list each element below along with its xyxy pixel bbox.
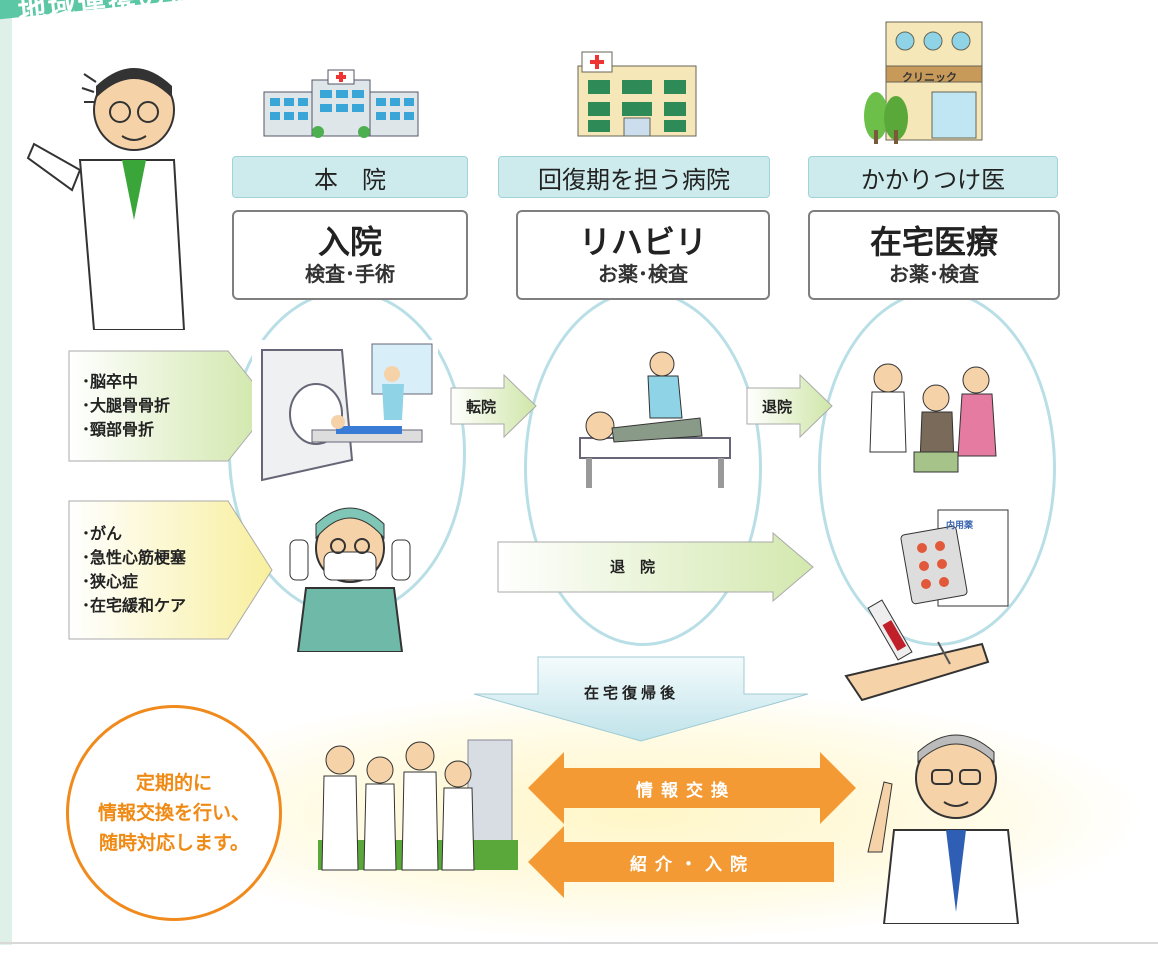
injection-arm-icon — [844, 599, 990, 702]
medicine-pack-icon — [900, 509, 1009, 607]
home-return-arrow — [473, 656, 809, 742]
family-doctor-icon — [867, 734, 1020, 924]
main-hospital-building-icon — [263, 69, 419, 138]
condition-item: ･在宅緩和ケア — [82, 596, 187, 615]
rx-label: 内用薬 — [946, 521, 974, 531]
stage-title: リハビリ — [578, 223, 707, 261]
facility-name: 本 院 — [314, 165, 386, 194]
message-line: 定期的に — [135, 772, 212, 794]
home-care-visit-icon — [869, 363, 997, 473]
message-circle: 定期的に 情報交換を行い、 随時対応します。 — [66, 705, 282, 921]
condition-item: ･急性心筋梗塞 — [82, 548, 187, 567]
clinic-sign: クリニック — [902, 71, 957, 84]
rehab-therapy-icon — [579, 351, 731, 488]
discharge-arrow — [746, 374, 833, 438]
referral-arrow — [528, 826, 834, 898]
condition-item: ･脳卒中 — [82, 372, 139, 391]
long-discharge-label: 退 院 — [610, 558, 656, 576]
condition-item: ･頸部骨折 — [82, 420, 155, 439]
facility-rehab-hospital: 回復期を担う病院 — [498, 156, 770, 198]
message-line: 情報交換を行い、 — [97, 802, 250, 824]
long-discharge-arrow — [497, 532, 814, 602]
condition-item: ･がん — [82, 524, 123, 543]
doctor-pointing-icon — [26, 68, 186, 330]
facility-name: かかりつけ医 — [860, 165, 1006, 194]
rehab-hospital-building-icon — [577, 51, 697, 137]
stage-title: 入院 — [317, 223, 382, 261]
stage-box-home-care: 在宅医療 お薬･検査 — [808, 210, 1060, 300]
message-line: 随時対応します。 — [98, 832, 250, 854]
referral-label: 紹介・入院 — [630, 855, 755, 875]
conditions-arrow-1-shape — [68, 350, 273, 462]
stage-box-rehab: リハビリ お薬･検査 — [516, 210, 770, 300]
bottom-divider — [0, 942, 1158, 944]
conditions-list-2: ･がん ･急性心筋梗塞 ･狭心症 ･在宅緩和ケア — [68, 500, 238, 640]
discharge-label: 退院 — [762, 398, 793, 416]
mri-scanner-icon — [252, 340, 438, 484]
medical-staff-group-icon — [318, 739, 518, 871]
clinic-building-icon — [864, 21, 983, 144]
left-border-stripe — [0, 0, 12, 945]
stage-subtitle: 検査･手術 — [305, 262, 395, 286]
facility-main-hospital: 本 院 — [232, 156, 468, 198]
stage-box-admission: 入院 検査･手術 — [232, 210, 468, 300]
stage-subtitle: お薬･検査 — [598, 262, 688, 286]
info-exchange-label: 情報交換 — [636, 781, 736, 801]
facility-family-doctor: かかりつけ医 — [808, 156, 1058, 198]
home-return-label: 在宅復帰後 — [584, 684, 680, 702]
transfer-label: 転院 — [466, 398, 497, 416]
facility-name: 回復期を担う病院 — [538, 165, 730, 194]
conditions-arrow-2-shape — [68, 500, 273, 640]
conditions-list-1: ･脳卒中 ･大腿骨骨折 ･頸部骨折 — [68, 350, 238, 462]
condition-item: ･大腿骨骨折 — [82, 396, 171, 415]
condition-item: ･狭心症 — [82, 572, 139, 591]
stage-subtitle: お薬･検査 — [889, 262, 979, 286]
stage-title: 在宅医療 — [869, 223, 998, 261]
info-exchange-arrow — [528, 752, 856, 824]
surgeon-icon — [289, 507, 411, 652]
page-title: 地域連携の流れ — [16, 0, 229, 28]
transfer-arrow — [450, 374, 537, 438]
